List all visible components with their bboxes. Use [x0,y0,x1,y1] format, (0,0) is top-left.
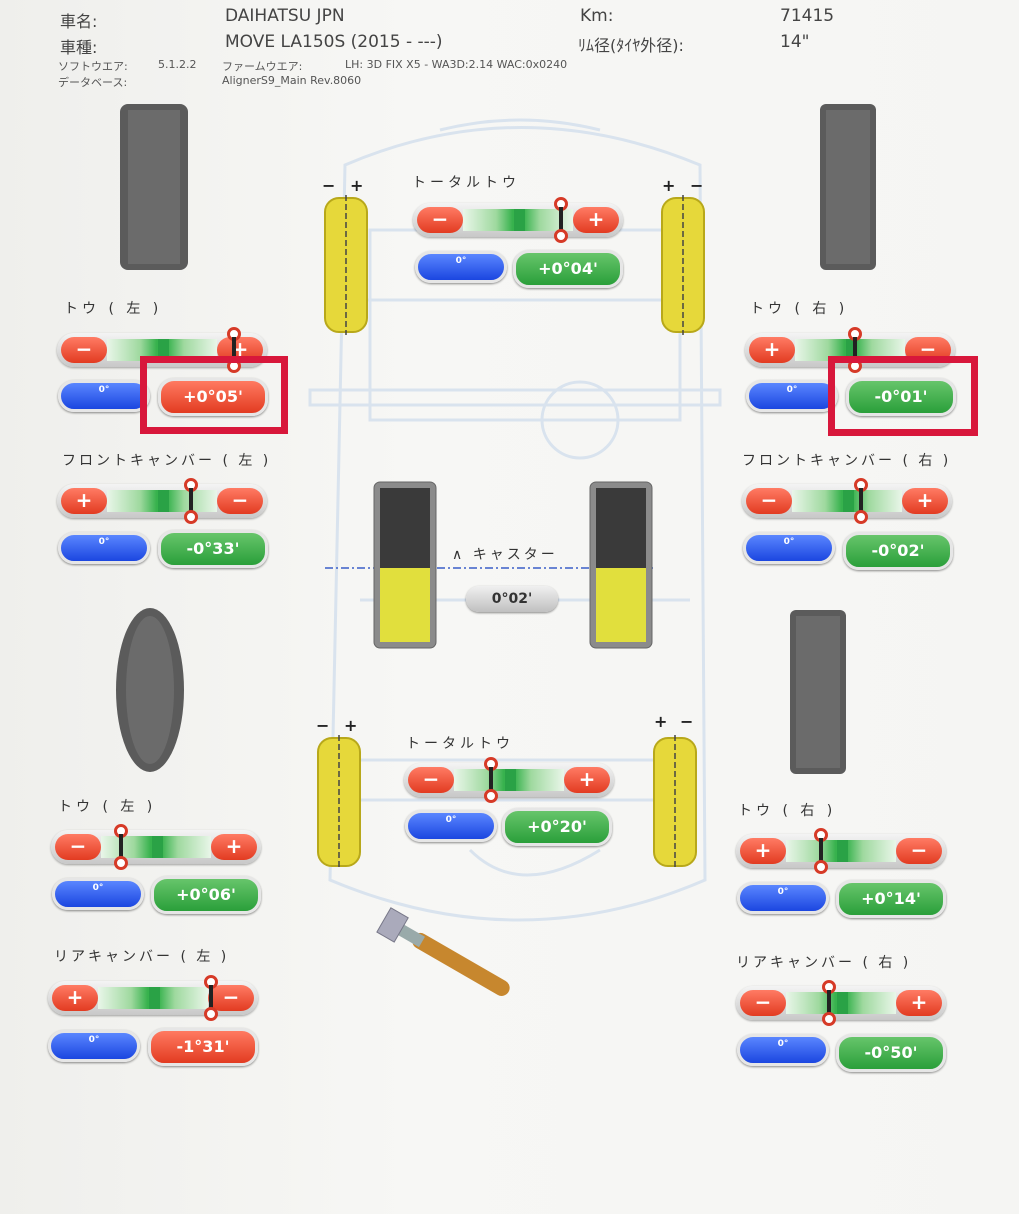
gauge-needle [814,828,828,874]
front-camber-right-value: -0°02' [843,532,953,570]
front-toe-right-value: -0°01' [846,378,956,416]
minus-icon: − [746,488,792,514]
front-camber-left-ref: 0° [58,532,150,564]
minus-icon: − [408,767,454,793]
rear-total-toe-value: +0°20' [502,808,612,846]
minus-icon: − [417,207,463,233]
plus-icon: + [740,838,786,864]
rear-toe-right-value: +0°14' [836,880,946,918]
minus-icon: − [61,337,107,363]
database: AlignerS9_Main Rev.8060 [222,74,362,87]
caster-value: 0°02' [466,586,558,612]
rear-total-toe-label: トータルトウ [406,736,514,752]
front-camber-left-gauge: + − [57,478,267,524]
firmware: LH: 3D FIX X5 - WA3D:2.14 WAC:0x0240 [345,58,568,71]
front-right-toe-minus: − [690,176,704,195]
rear-toe-right-gauge: + − [736,828,946,874]
rear-toe-left-value: +0°06' [151,876,261,914]
front-left-toe-plus: + [350,176,364,195]
km-value: 71415 [780,6,835,26]
front-camber-right-label: フロントキャンバー ( 右 ) [742,453,952,469]
rear-right-toe-plus: + [654,712,668,731]
rear-camber-right-label: リアキャンバー ( 右 ) [736,955,912,971]
database-label: データベース: [58,76,128,89]
plus-icon: + [749,337,795,363]
minus-icon: − [896,838,942,864]
rear-total-toe-gauge: − + [404,757,614,803]
front-total-toe-value: +0°04' [513,250,623,288]
rim-label: ﾘﾑ径(ﾀｲﾔ外径): [578,36,684,55]
front-camber-left-value: -0°33' [158,530,268,568]
rear-toe-left-label: トウ ( 左 ) [58,799,157,815]
plus-icon: + [902,488,948,514]
plus-icon: + [896,990,942,1016]
plus-icon: + [61,488,107,514]
rear-toe-left-ref: 0° [52,878,144,910]
rear-camber-right-value: -0°50' [836,1034,946,1072]
gauge-needle [114,824,128,870]
software-label: ソフトウエア: [58,60,128,73]
software-version: 5.1.2.2 [158,58,197,71]
gauge-needle [854,478,868,524]
front-toe-left-value: +0°05' [158,378,268,416]
car-name: DAIHATSU JPN [225,6,345,26]
minus-icon: − [208,985,254,1011]
rear-camber-left-gauge: + − [48,975,258,1021]
gauge-needle [822,980,836,1026]
rim-value: 14" [780,32,810,52]
model-label: 車種: [60,38,98,57]
car-name-label: 車名: [60,12,98,31]
km-label: Km: [580,6,614,26]
front-toe-right-label: トウ ( 右 ) [750,301,849,317]
minus-icon: − [55,834,101,860]
rear-camber-left-value: -1°31' [148,1028,258,1066]
rear-camber-right-gauge: − + [736,980,946,1026]
rear-toe-right-ref: 0° [737,882,829,914]
highlight-box-left [140,356,288,434]
front-total-toe-label: トータルトウ [412,175,520,191]
rear-total-toe-ref: 0° [405,810,497,842]
gauge-needle [554,197,568,243]
rear-left-toe-minus: − [316,716,330,735]
front-camber-left-label: フロントキャンバー ( 左 ) [62,453,272,469]
rear-camber-left-ref: 0° [48,1030,140,1062]
gauge-needle [204,975,218,1021]
front-total-toe-gauge: − + [413,197,623,243]
gauge-needle [184,478,198,524]
gauge-needle [484,757,498,803]
front-toe-right-ref: 0° [746,380,838,412]
rear-right-toe-minus: − [680,712,694,731]
plus-icon: + [211,834,257,860]
model: MOVE LA150S (2015 - ---) [225,32,443,52]
front-total-toe-ref: 0° [415,251,507,283]
minus-icon: − [217,488,263,514]
front-left-toe-signs: − [322,176,336,195]
caster-label: ∧ キャスター [452,547,558,563]
front-camber-right-gauge: − + [742,478,952,524]
rear-left-toe-plus: + [344,716,358,735]
highlight-box-right [828,356,978,436]
rear-camber-left-label: リアキャンバー ( 左 ) [54,949,230,965]
front-toe-left-label: トウ ( 左 ) [64,301,163,317]
front-right-toe-plus: + [662,176,676,195]
plus-icon: + [564,767,610,793]
plus-icon: + [52,985,98,1011]
plus-icon: + [573,207,619,233]
rear-toe-left-gauge: − + [51,824,261,870]
front-toe-left-ref: 0° [58,380,150,412]
rear-toe-right-label: トウ ( 右 ) [738,803,837,819]
minus-icon: − [740,990,786,1016]
rear-camber-right-ref: 0° [737,1034,829,1066]
front-camber-right-ref: 0° [743,532,835,564]
firmware-label: ファームウエア: [222,60,303,73]
